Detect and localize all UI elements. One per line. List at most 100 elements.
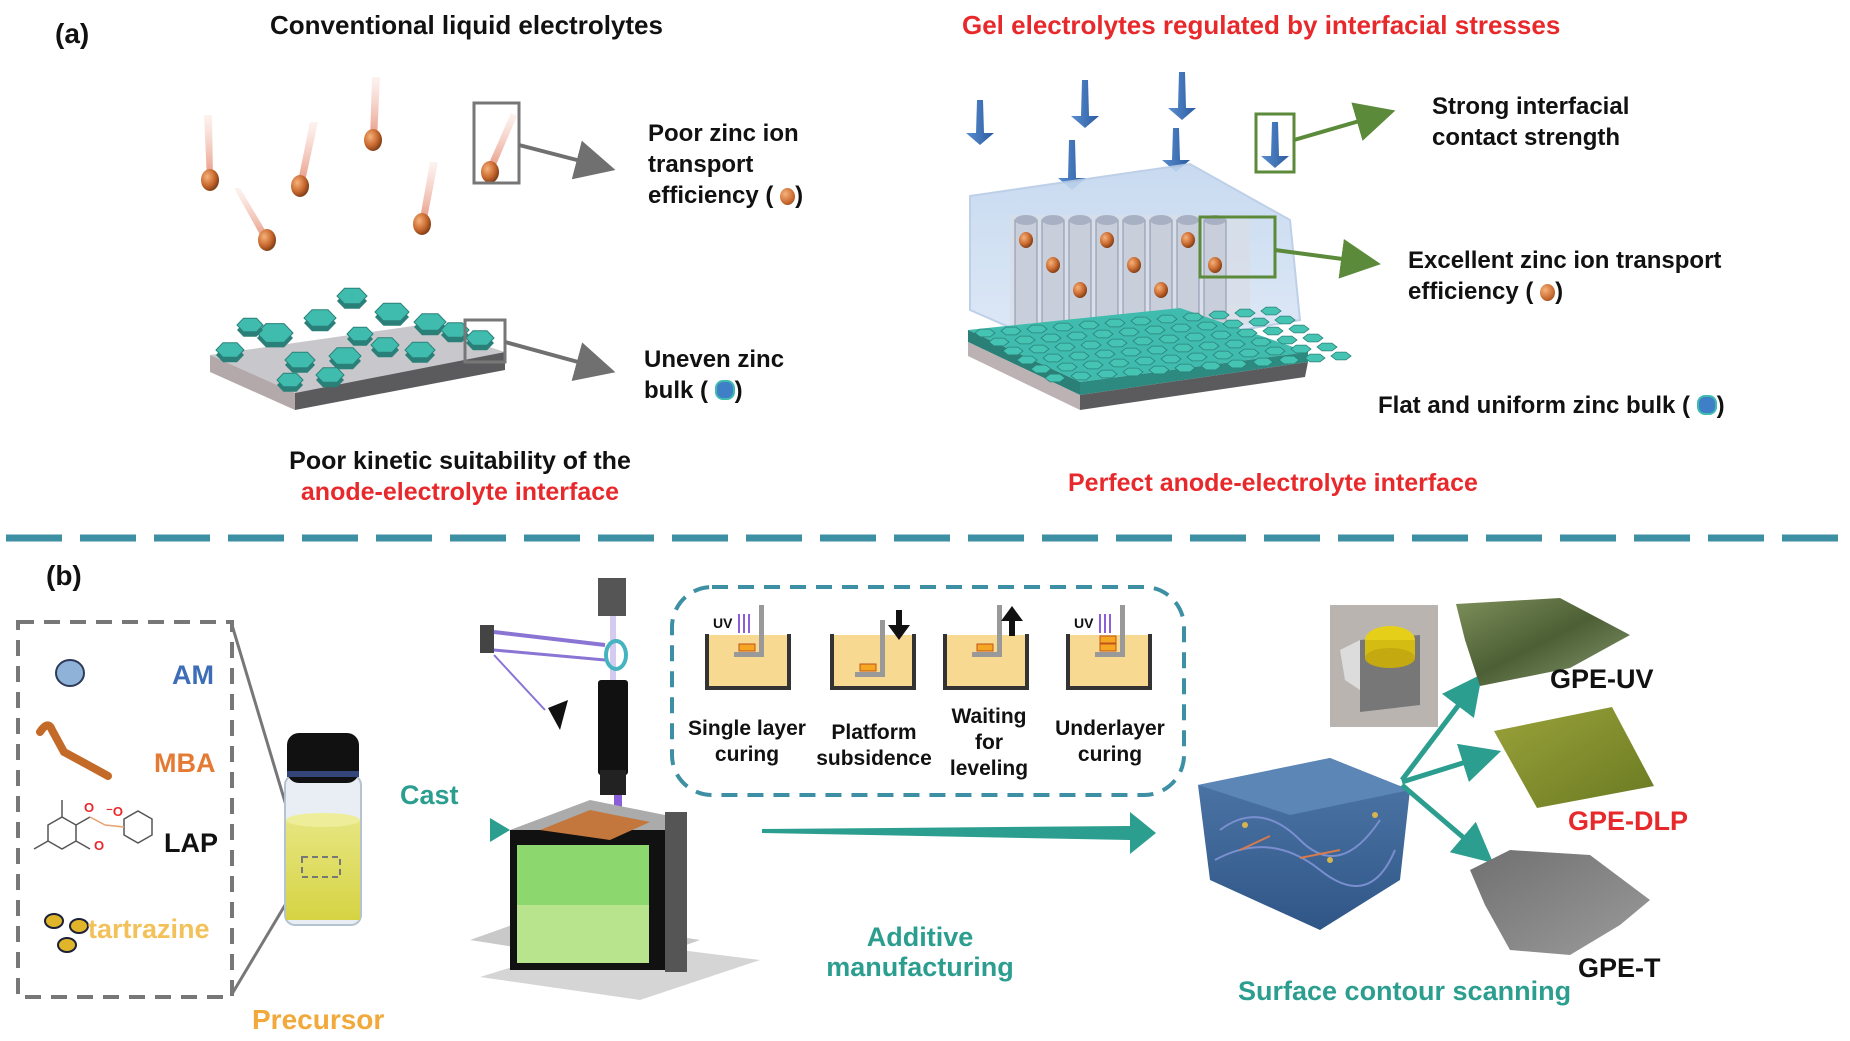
caption-line-1: Poor kinetic suitability of the [289,447,631,475]
pore-column [1095,215,1119,331]
zinc-hex [1148,365,1170,375]
process-step-icons: UV UV [705,605,1152,690]
conventional-title: Conventional liquid electrolytes [270,10,663,40]
hydrogel-network-block [1198,758,1410,930]
pore-column [1014,215,1038,331]
stress-arrow-icon [1058,140,1086,190]
gpe-dlp-surface [1494,707,1654,808]
zinc-deposit [346,326,374,346]
zinc-hex [1096,369,1118,379]
process-steps-box [670,585,1186,797]
zinc-ion-icon [1154,282,1168,298]
zinc-hex [1122,367,1144,377]
zinc-hex [1052,322,1074,332]
down-arrow-icon [888,610,910,640]
component-tartrazine-label: tartrazine [88,914,210,944]
step-icon [830,610,916,690]
zinc-hex [1330,351,1352,361]
zinc-hex [1182,312,1204,322]
pore-column [1149,215,1173,331]
zinc-ion-icon [201,115,219,191]
zinc-hex [1290,344,1312,354]
zinc-hex [1316,342,1338,352]
callout-arrow-bulk [504,340,616,381]
callout-box-ion [472,101,521,185]
stress-arrow-icon [1168,72,1196,120]
zinc-deposit [276,372,304,392]
stress-arrow-icon [966,100,994,145]
zinc-hex [988,337,1010,347]
callout-line: Poor zinc ion [648,120,799,147]
uneven-zinc-deposits [215,287,495,392]
zinc-hex [1132,336,1154,346]
uv-label: UV [1074,615,1094,631]
pore-column [1122,215,1146,331]
callout-box-stress [1254,112,1296,174]
callout-line: efficiency ( ) [1408,278,1564,305]
zinc-deposit [413,313,447,336]
zinc-hex [1302,333,1324,343]
caption-right: Perfect anode-electrolyte interface [1068,469,1478,497]
printed-gel-photo [1330,605,1438,727]
callout-line: contact strength [1432,124,1621,151]
zinc-hex [1092,329,1114,339]
zinc-hex [1014,335,1036,345]
zinc-hex [1210,330,1232,340]
zinc-hex [1156,314,1178,324]
callout-flat-bulk: Flat and uniform zinc bulk ( ) [1378,392,1725,419]
callout-line: Uneven zinc [644,346,785,373]
zinc-hex [1234,308,1256,318]
zinc-deposit [256,323,294,348]
zinc-hex [1144,325,1166,335]
cast-arrow-head [490,818,510,842]
zinc-hex [1158,334,1180,344]
callout-box-transport [1198,215,1277,279]
stress-arrow-icon [1162,128,1190,172]
zinc-hex [1054,342,1076,352]
zinc-hex [1082,360,1104,370]
callout-line: Excellent zinc ion transport [1408,247,1722,274]
caption-line-2: anode-electrolyte interface [300,478,620,506]
zinc-hex [1118,327,1140,337]
caption-left: Poor kinetic suitability of the anode-el… [240,446,680,508]
zinc-hex [1000,326,1022,336]
zinc-hex [1260,306,1282,316]
zinc-hex [1042,353,1064,363]
zinc-hex [1208,310,1230,320]
zinc-hex [1262,326,1284,336]
zinc-hex [1276,335,1298,345]
zinc-deposit [215,342,245,363]
uv-label: UV [713,615,733,631]
component-mba-label: MBA [154,748,216,778]
zinc-ion-icon [291,122,318,197]
zinc-hex [1080,340,1102,350]
lap-structure-icon: O ⁻O O [33,800,153,853]
zinc-hex [1304,353,1326,363]
callout-arrow-stress [1293,102,1396,142]
zinc-hex [1170,323,1192,333]
zinc-ion-legend-icon [1540,284,1556,301]
falling-zinc-ions [201,77,517,251]
zinc-hex [1198,341,1220,351]
zinc-ion-icon [234,188,276,251]
callout-line: bulk ( ) [644,377,743,404]
zinc-deposit [336,287,368,309]
panel-b-label: (b) [46,560,82,591]
pore-column [1041,215,1065,331]
svg-text:⁻O: ⁻O [106,804,123,819]
zinc-hex [1186,352,1208,362]
zinc-hex [1200,361,1222,371]
zinc-hex [1212,350,1234,360]
zinc-hex [1222,319,1244,329]
zinc-hex [1160,354,1182,364]
zinc-deposit [440,322,470,343]
zinc-ion-icon [1046,257,1060,273]
callout-box-bulk [463,318,507,364]
zinc-hex [1278,355,1300,365]
zinc-hex [1030,364,1052,374]
zinc-hex [1252,357,1274,367]
tartrazine-molecules-icon [44,913,89,953]
